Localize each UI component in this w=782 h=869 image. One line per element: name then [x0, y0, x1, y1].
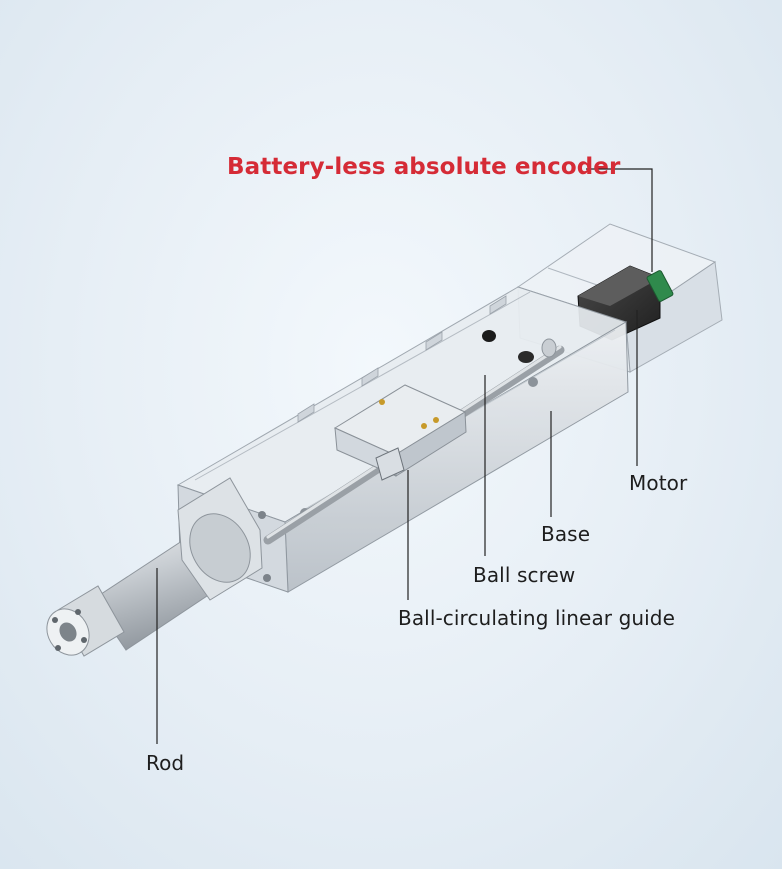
label-ball-screw: Ball screw [473, 563, 576, 587]
label-rod: Rod [146, 751, 185, 775]
leader-encoder [586, 168, 653, 272]
label-base: Base [541, 522, 591, 546]
label-encoder: Battery-less absolute encoder [227, 154, 621, 180]
label-motor: Motor [629, 471, 688, 495]
linear-guide-block [333, 384, 467, 481]
rod [46, 477, 263, 657]
label-linear-guide: Ball-circulating linear guide [398, 606, 676, 630]
